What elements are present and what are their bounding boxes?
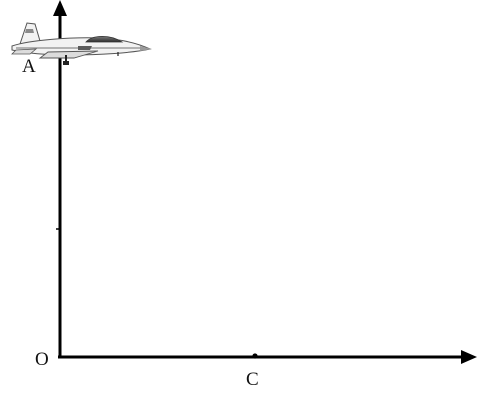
- x-axis-arrowhead: [461, 350, 477, 364]
- y-axis-arrowhead: [53, 0, 67, 16]
- plane-stabilizer: [11, 48, 38, 55]
- plane-wing: [38, 50, 99, 59]
- plane-tail-stripe: [25, 29, 34, 33]
- jet-plane-icon: [11, 22, 152, 65]
- plane-main-wheel: [63, 61, 69, 65]
- point-c-label: C: [246, 369, 259, 390]
- point-a-label: A: [22, 56, 36, 77]
- plane-intake: [78, 46, 92, 50]
- origin-label: O: [35, 349, 49, 370]
- point-c-marker: [252, 353, 258, 359]
- plane-nose-tip: [140, 46, 152, 51]
- plane-canopy: [85, 35, 124, 43]
